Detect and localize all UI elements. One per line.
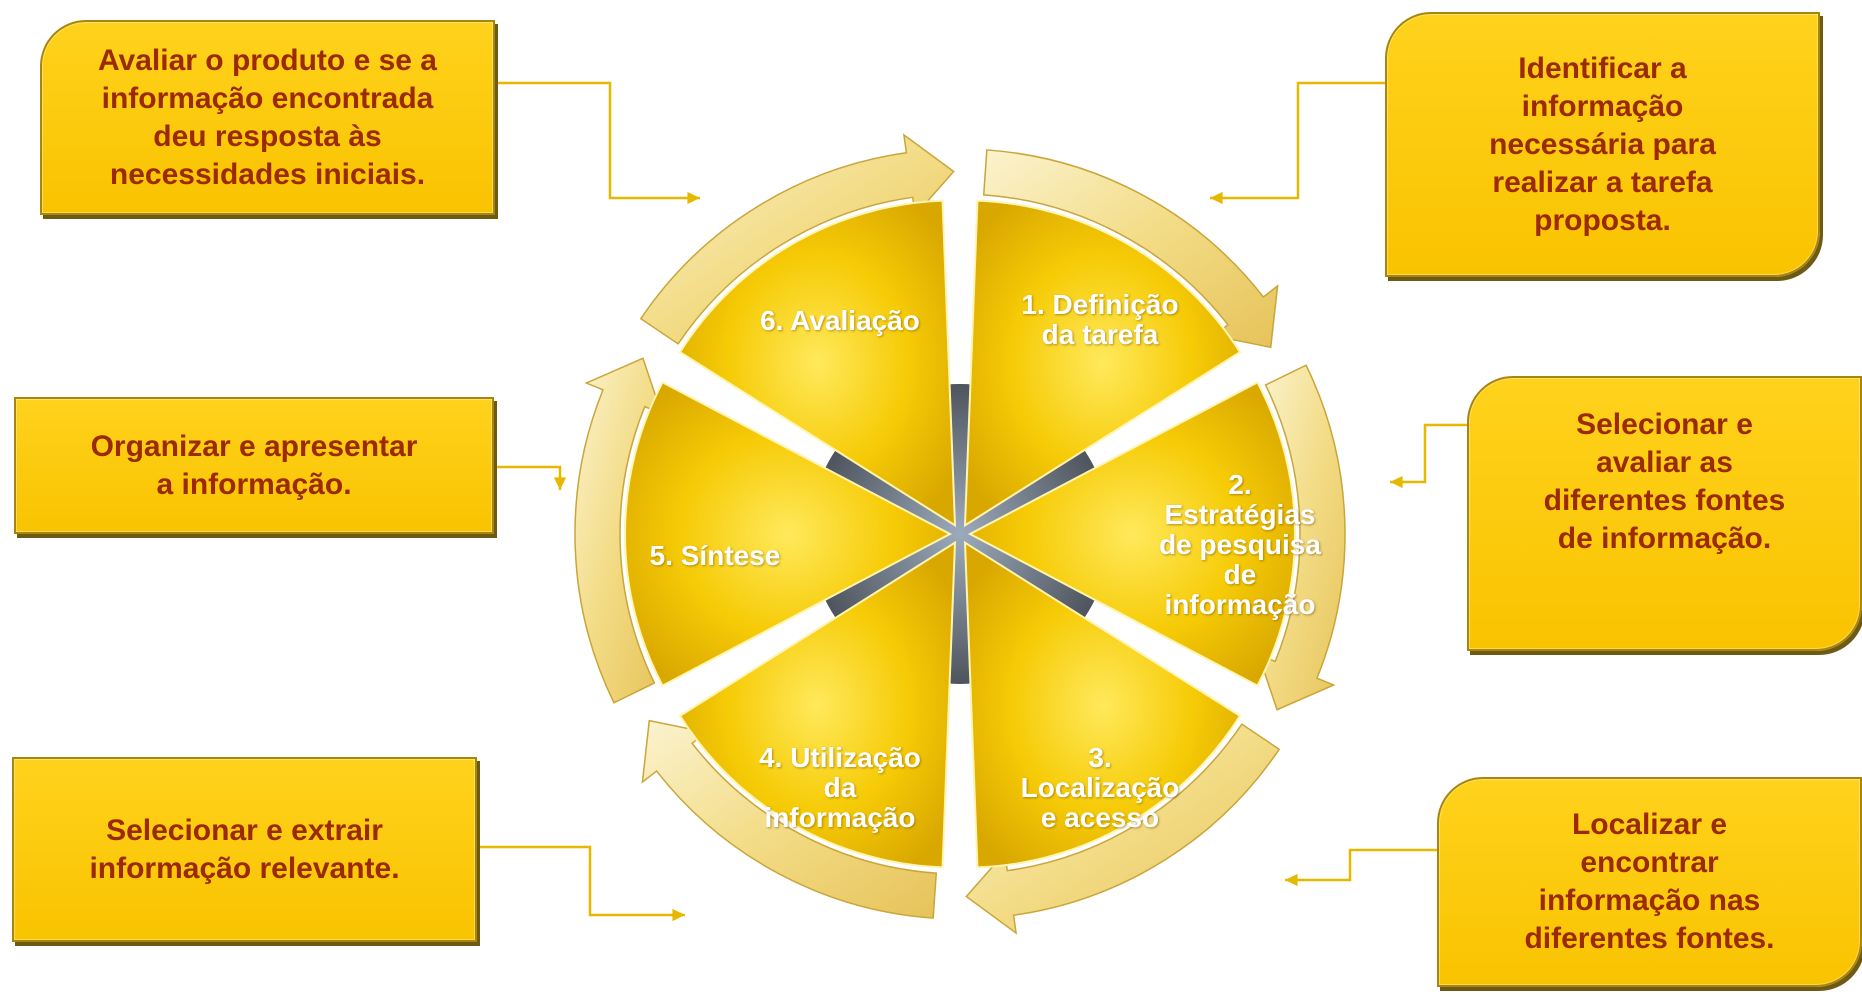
connector-sintese (494, 465, 562, 490)
connector-arrowhead-avaliacao (687, 191, 700, 205)
segment-localizacao (963, 540, 1242, 869)
connector-arrowhead-estrategias (1390, 475, 1403, 489)
segment-definicao (963, 199, 1242, 528)
connector-utilizacao (477, 845, 685, 917)
cycle-arrow-utilizacao (641, 719, 938, 919)
cycle-arrow-definicao (982, 149, 1279, 349)
callout-estrategias: Selecionar e avaliar as diferentes fonte… (1467, 376, 1862, 651)
connector-arrowhead-sintese (553, 477, 567, 490)
connector-localizacao (1285, 848, 1437, 882)
callout-avaliacao: Avaliar o produto e se a informação enco… (40, 20, 495, 215)
callout-utilizacao: Selecionar e extrair informação relevant… (12, 757, 477, 942)
cycle-arrow-estrategias (1257, 364, 1346, 711)
connector-arrowhead-localizacao (1285, 873, 1298, 887)
callout-sintese: Organizar e apresentar a informação. (14, 397, 494, 534)
cycle-arrow-avaliacao (639, 133, 955, 345)
segment-sintese (624, 381, 953, 687)
connector-arrowhead-utilizacao (672, 908, 685, 922)
cycle-arrows (574, 133, 1346, 935)
segment-label-avaliacao: 6. Avaliação (760, 305, 920, 336)
connector-avaliacao (495, 81, 700, 200)
segment-estrategias (967, 381, 1296, 687)
segment-utilizacao (678, 540, 957, 869)
connector-definicao (1210, 81, 1385, 200)
segment-avaliacao (678, 199, 957, 528)
callout-definicao: Identificar a informação necessária para… (1385, 12, 1820, 277)
callout-localizacao: Localizar e encontrar informação nas dif… (1437, 777, 1862, 987)
connector-estrategias (1390, 423, 1467, 484)
cycle-arrow-sintese (574, 357, 663, 704)
cycle-arrow-localizacao (965, 723, 1281, 935)
callout-connectors (477, 81, 1467, 922)
segment-label-sintese: 5. Síntese (649, 540, 781, 571)
cycle-segments (624, 199, 1296, 869)
connector-arrowhead-definicao (1210, 191, 1223, 205)
